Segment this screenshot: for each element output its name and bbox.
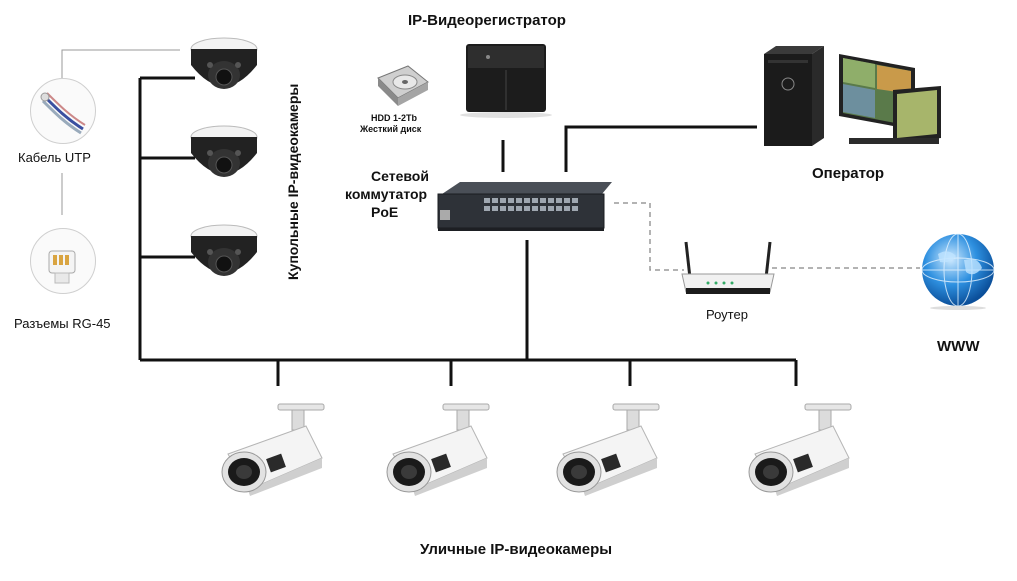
utp-cable-icon [30, 78, 96, 144]
switch-router-link [614, 202, 684, 271]
dome-camera-icon [190, 125, 258, 177]
dvr-icon [460, 44, 552, 118]
bullet-camera-icon [748, 403, 852, 496]
rj45-connector-icon [30, 228, 96, 294]
hdd-capacity-label: HDD 1-2Tb [371, 113, 418, 123]
switch-operator-link [564, 125, 757, 172]
monitor-icon [839, 54, 941, 144]
cable-label: Кабель UTP [18, 150, 91, 165]
connectors-label: Разъемы RG-45 [14, 316, 111, 331]
pc-tower-icon [764, 46, 824, 146]
bullet-camera-icon [221, 403, 325, 496]
www-label: WWW [937, 338, 980, 355]
network-switch-icon [437, 182, 612, 231]
hdd-type-label: Жесткий диск [360, 124, 422, 134]
switch-label-line3: PoE [371, 204, 399, 220]
bullet-camera-icon [386, 403, 490, 496]
dvr-title: IP-Видеорегистратор [408, 12, 566, 29]
switch-label-line2: коммутатор [345, 186, 428, 202]
operator-label: Оператор [812, 165, 885, 182]
street-cameras-label: Уличные IP-видеокамеры [420, 541, 613, 558]
dome-camera-icon [190, 224, 258, 276]
globe-icon [921, 233, 995, 310]
cable-pointer-line [61, 49, 180, 78]
dome-cameras-label: Купольные IP-видеокамеры [285, 83, 301, 280]
router-label: Роутер [706, 307, 748, 322]
dome-camera-icon [190, 37, 258, 89]
router-icon [681, 241, 775, 294]
hdd-icon [377, 65, 429, 106]
bullet-camera-icon [556, 403, 660, 496]
switch-label-line1: Сетевой [371, 168, 429, 184]
